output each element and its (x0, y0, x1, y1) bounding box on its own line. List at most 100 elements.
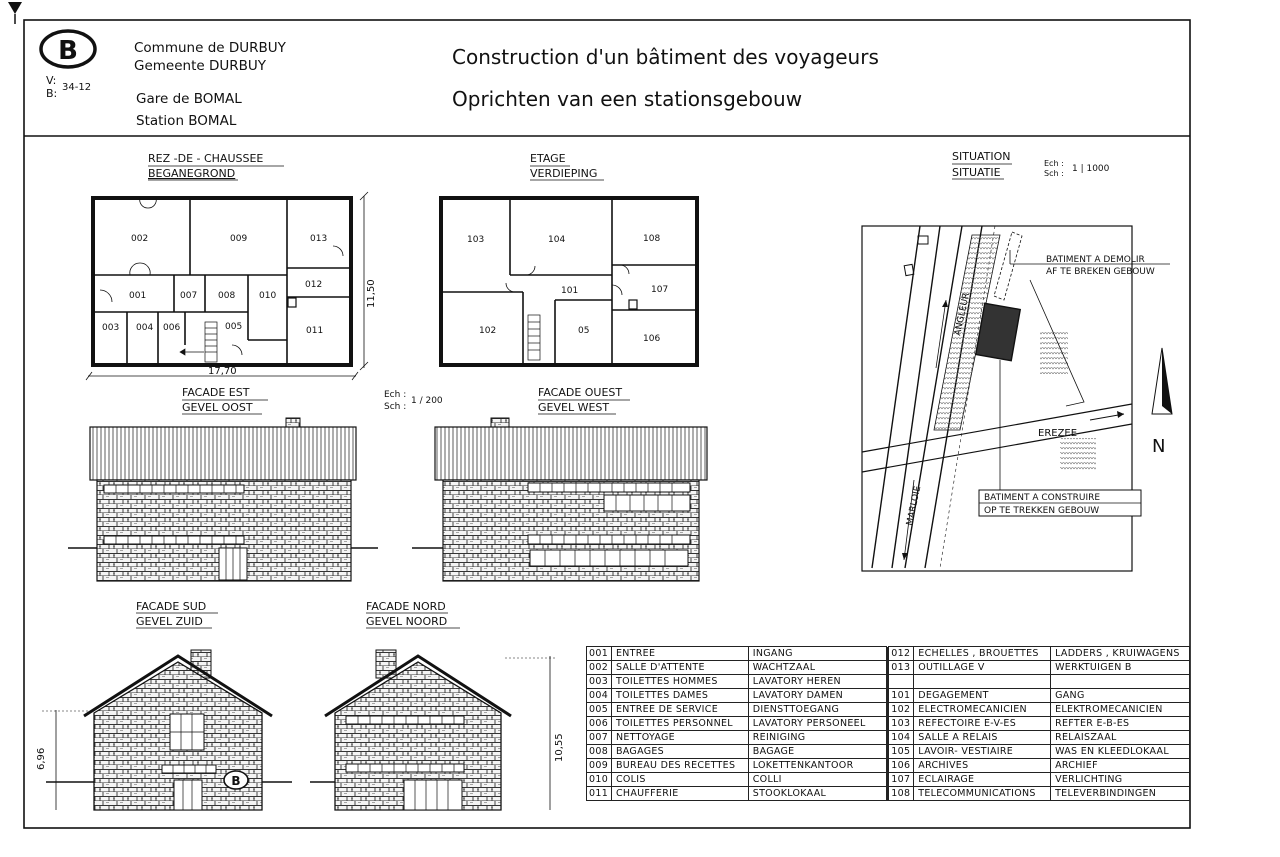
legend-label-fr: ARCHIVES (913, 758, 1052, 773)
legend-divider (886, 758, 889, 773)
facade-sud-height: 6,96 (36, 748, 47, 770)
legend-label-fr: ECHELLES , BROUETTES (913, 646, 1052, 661)
legend-label-nl: TELEVERBINDINGEN (1050, 786, 1190, 801)
north-label: N (1152, 436, 1165, 457)
facade-ouest-title-fr: FACADE OUEST (538, 386, 622, 399)
legend-code: 012 (888, 646, 915, 661)
legend-label-fr: TOILETTES HOMMES (610, 674, 749, 689)
legend-code: 009 (586, 758, 612, 773)
legend-label-nl: REFTER E-B-ES (1050, 716, 1190, 731)
project-title-nl: Oprichten van een stationsgebouw (452, 87, 802, 111)
room-label: 002 (131, 234, 148, 244)
legend-label-fr: LAVOIR- VESTIAIRE (913, 744, 1052, 759)
build-label-fr: BATIMENT A CONSTRUIRE (984, 493, 1100, 503)
legend-label-fr: SALLE D'ATTENTE (610, 660, 749, 675)
legend-label-fr: SALLE A RELAIS (913, 730, 1052, 745)
scale-value: 1 / 200 (411, 396, 443, 406)
facade-sud: FACADE SUD GEVEL ZUID B 6,96 (36, 600, 292, 811)
room-label: 012 (305, 280, 322, 290)
scale-note-200: Ech : Sch : 1 / 200 (384, 390, 443, 412)
ground-floor-plan: REZ -DE - CHAUSSEE BEGANEGROND (85, 152, 377, 381)
legend-label-nl: LAVATORY HEREN (747, 674, 888, 689)
room-label: 102 (479, 326, 496, 336)
facade-ouest-title-nl: GEVEL WEST (538, 401, 609, 414)
legend-code: 001 (586, 646, 612, 661)
legend-label-fr: OUTILLAGE V (913, 660, 1052, 675)
legend-label-nl: GANG (1050, 688, 1190, 703)
room-label: 103 (467, 235, 484, 245)
ground-floor-width: 17,70 (208, 366, 237, 377)
room-label: 003 (102, 323, 119, 333)
room-label: 005 (225, 322, 242, 332)
upper-floor-plan: ETAGE VERDIEPING (439, 152, 699, 367)
room-label: 008 (218, 291, 235, 301)
demolish-label-fr: BATIMENT A DEMOLIR (1046, 255, 1145, 265)
legend-code: 104 (888, 730, 915, 745)
legend-label-fr: TELECOMMUNICATIONS (913, 786, 1052, 801)
gare-nl: Station BOMAL (136, 113, 237, 129)
legend-label-fr (913, 674, 1052, 689)
legend-divider (886, 646, 889, 661)
legend-divider (886, 730, 889, 745)
legend-label-fr: ENTREE DE SERVICE (610, 702, 749, 717)
situation-title-nl: SITUATIE (952, 166, 1001, 179)
legend-code: 006 (586, 716, 612, 731)
legend-divider (886, 674, 889, 689)
legend-code: 007 (586, 730, 612, 745)
legend-label-nl: WERKTUIGEN B (1050, 660, 1190, 675)
legend-label-nl: DIENSTTOEGANG (747, 702, 888, 717)
situation-ech: Ech : (1044, 159, 1064, 168)
legend-label-fr: CHAUFFERIE (610, 786, 749, 801)
legend-code: 008 (586, 744, 612, 759)
legend-label-fr: TOILETTES PERSONNEL (610, 716, 749, 731)
facade-nord: FACADE NORD GEVEL NOORD 10,55 (310, 600, 565, 811)
legend-label-fr: ECLAIRAGE (913, 772, 1052, 787)
logo-letter-small: B (231, 774, 240, 788)
legend-divider (886, 716, 889, 731)
legend-divider (886, 786, 889, 801)
legend-label-nl: WACHTZAAL (747, 660, 888, 675)
legend-label-nl: LADDERS , KRUIWAGENS (1050, 646, 1190, 661)
situation-scale: 1 | 1000 (1072, 164, 1110, 174)
legend-divider (886, 702, 889, 717)
scale-sch: Sch : (384, 402, 406, 412)
legend-code: 013 (888, 660, 915, 675)
legend-label-nl: RELAISZAAL (1050, 730, 1190, 745)
facade-est: FACADE EST GEVEL OOST (68, 386, 378, 582)
commune-fr: Commune de DURBUY (134, 40, 287, 56)
legend-label-fr: REFECTOIRE E-V-ES (913, 716, 1052, 731)
legend-code: 011 (586, 786, 612, 801)
title-block: B V: B: 34-12 Commune de DURBUY Gemeente… (39, 29, 879, 129)
room-label: 108 (643, 234, 660, 244)
legend-code: 108 (888, 786, 915, 801)
legend-label-nl: LAVATORY PERSONEEL (747, 716, 888, 731)
situation-sch: Sch : (1044, 169, 1064, 178)
project-title-fr: Construction d'un bâtiment des voyageurs (452, 45, 879, 69)
situation-title-fr: SITUATION (952, 150, 1011, 163)
ref-label-b: B: (46, 87, 57, 100)
legend-label-nl: COLLI (747, 772, 888, 787)
facade-nord-title-nl: GEVEL NOORD (366, 615, 447, 628)
legend-label-nl: LAVATORY DAMEN (747, 688, 888, 703)
legend-divider (886, 688, 889, 703)
legend-code: 101 (888, 688, 915, 703)
legend-label-nl: STOOKLOKAAL (747, 786, 888, 801)
legend-code: 010 (586, 772, 612, 787)
legend-divider (886, 660, 889, 675)
legend-label-fr: DEGAGEMENT (913, 688, 1052, 703)
upper-floor-title-nl: VERDIEPING (530, 167, 597, 180)
ground-floor-title-fr: REZ -DE - CHAUSSEE (148, 152, 263, 165)
legend-code: 004 (586, 688, 612, 703)
legend-code: 103 (888, 716, 915, 731)
legend-label-nl: ELEKTROMECANICIEN (1050, 702, 1190, 717)
